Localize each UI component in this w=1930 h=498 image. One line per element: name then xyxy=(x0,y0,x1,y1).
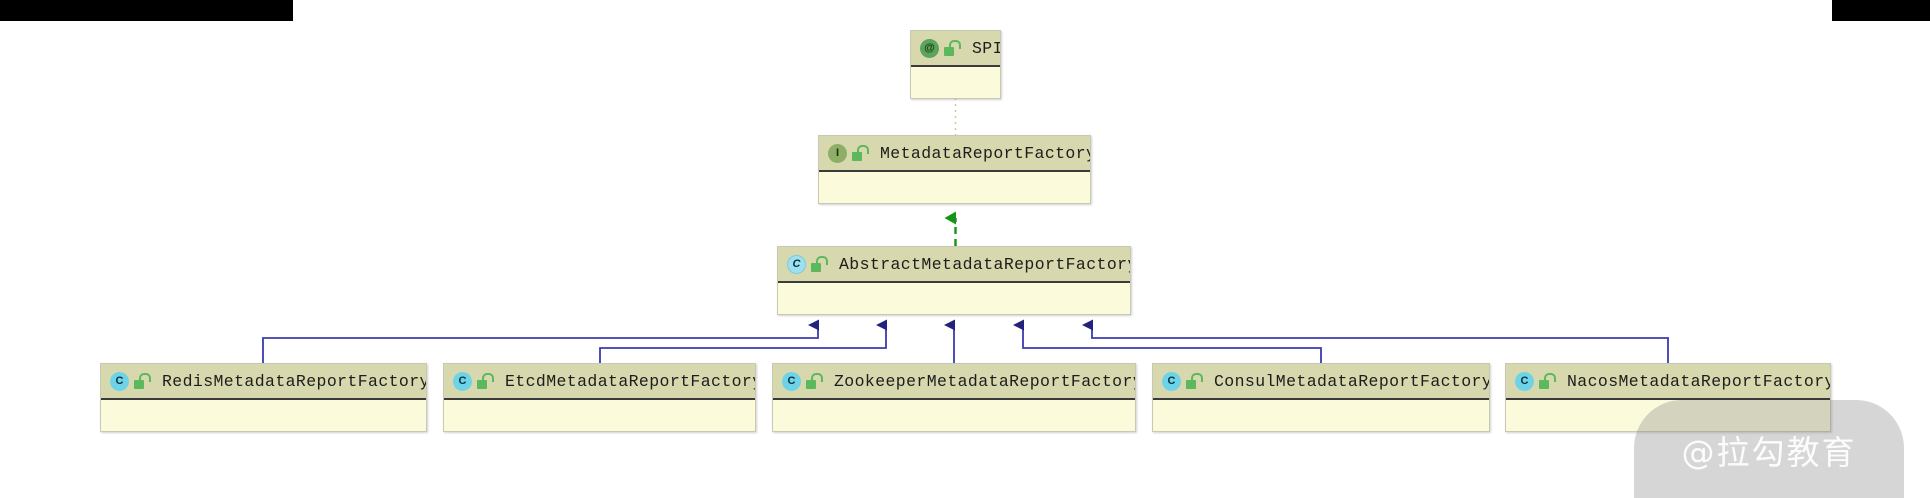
interface-icon: I xyxy=(828,143,847,163)
node-abstract-metadata-report-factory[interactable]: C AbstractMetadataReportFactory xyxy=(777,246,1131,315)
annotation-at-icon: @ xyxy=(920,38,939,58)
node-etcd-metadata-report-factory-members xyxy=(444,400,755,431)
unlock-icon xyxy=(134,373,151,389)
node-consul-metadata-report-factory-title: ConsulMetadataReportFactory xyxy=(1214,371,1489,391)
node-consul-metadata-report-factory-header: C ConsulMetadataReportFactory xyxy=(1153,364,1489,400)
class-icon: C xyxy=(1515,371,1534,391)
node-redis-metadata-report-factory-header: C RedisMetadataReportFactory xyxy=(101,364,426,400)
edge-nacos-extends-abstract xyxy=(1082,319,1669,363)
node-etcd-metadata-report-factory-header: C EtcdMetadataReportFactory xyxy=(444,364,755,400)
node-consul-metadata-report-factory-members xyxy=(1153,400,1489,431)
unlock-icon xyxy=(811,256,828,272)
node-spi[interactable]: @ SPI xyxy=(910,30,1001,99)
node-metadata-report-factory-title: MetadataReportFactory xyxy=(880,143,1090,163)
node-spi-title: SPI xyxy=(972,38,1000,58)
unlock-icon xyxy=(1539,373,1556,389)
node-zookeeper-metadata-report-factory-members xyxy=(773,400,1135,431)
class-icon: C xyxy=(110,371,129,391)
abstract-class-icon: C xyxy=(787,254,806,274)
unlock-icon xyxy=(477,373,494,389)
node-nacos-metadata-report-factory[interactable]: C NacosMetadataReportFactory xyxy=(1505,363,1831,432)
node-nacos-metadata-report-factory-title: NacosMetadataReportFactory xyxy=(1567,371,1830,391)
node-redis-metadata-report-factory[interactable]: C RedisMetadataReportFactory xyxy=(100,363,427,432)
node-metadata-report-factory-header: I MetadataReportFactory xyxy=(819,136,1090,172)
unlock-icon xyxy=(806,373,823,389)
node-metadata-report-factory[interactable]: I MetadataReportFactory xyxy=(818,135,1091,204)
unlock-icon xyxy=(944,40,961,56)
edge-consul-extends-abstract xyxy=(1013,319,1322,363)
unlock-icon xyxy=(852,145,869,161)
top-left-black-bar xyxy=(0,0,293,21)
node-spi-members xyxy=(911,67,1000,98)
node-etcd-metadata-report-factory[interactable]: C EtcdMetadataReportFactory xyxy=(443,363,756,432)
node-zookeeper-metadata-report-factory-title: ZookeeperMetadataReportFactory xyxy=(834,371,1135,391)
node-redis-metadata-report-factory-members xyxy=(101,400,426,431)
top-right-black-bar xyxy=(1832,0,1930,21)
node-nacos-metadata-report-factory-header: C NacosMetadataReportFactory xyxy=(1506,364,1830,400)
node-metadata-report-factory-members xyxy=(819,172,1090,203)
node-spi-header: @ SPI xyxy=(911,31,1000,67)
node-abstract-metadata-report-factory-header: C AbstractMetadataReportFactory xyxy=(778,247,1130,283)
edge-redis-extends-abstract xyxy=(262,319,819,363)
unlock-icon xyxy=(1186,373,1203,389)
node-abstract-metadata-report-factory-members xyxy=(778,283,1130,314)
class-icon: C xyxy=(782,371,801,391)
node-redis-metadata-report-factory-title: RedisMetadataReportFactory xyxy=(162,371,426,391)
node-nacos-metadata-report-factory-members xyxy=(1506,400,1830,431)
node-abstract-metadata-report-factory-title: AbstractMetadataReportFactory xyxy=(839,254,1130,274)
node-consul-metadata-report-factory[interactable]: C ConsulMetadataReportFactory xyxy=(1152,363,1490,432)
class-icon: C xyxy=(1162,371,1181,391)
node-etcd-metadata-report-factory-title: EtcdMetadataReportFactory xyxy=(505,371,755,391)
node-zookeeper-metadata-report-factory[interactable]: C ZookeeperMetadataReportFactory xyxy=(772,363,1136,432)
edge-etcd-extends-abstract xyxy=(599,319,887,363)
node-zookeeper-metadata-report-factory-header: C ZookeeperMetadataReportFactory xyxy=(773,364,1135,400)
class-icon: C xyxy=(453,371,472,391)
